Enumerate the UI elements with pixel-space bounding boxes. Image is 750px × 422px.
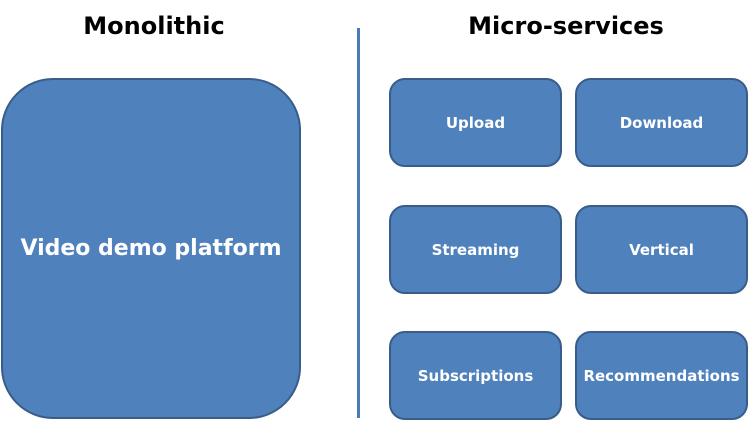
section-divider [357,28,360,418]
service-download-box: Download [575,78,748,167]
service-streaming-box: Streaming [389,205,562,294]
microservices-heading: Micro-services [468,12,664,40]
service-subscriptions-box: Subscriptions [389,331,562,420]
service-recommendations-box: Recommendations [575,331,748,420]
monolithic-heading: Monolithic [83,12,225,40]
monolithic-platform-box: Video demo platform [1,78,301,419]
service-upload-box: Upload [389,78,562,167]
service-vertical-box: Vertical [575,205,748,294]
